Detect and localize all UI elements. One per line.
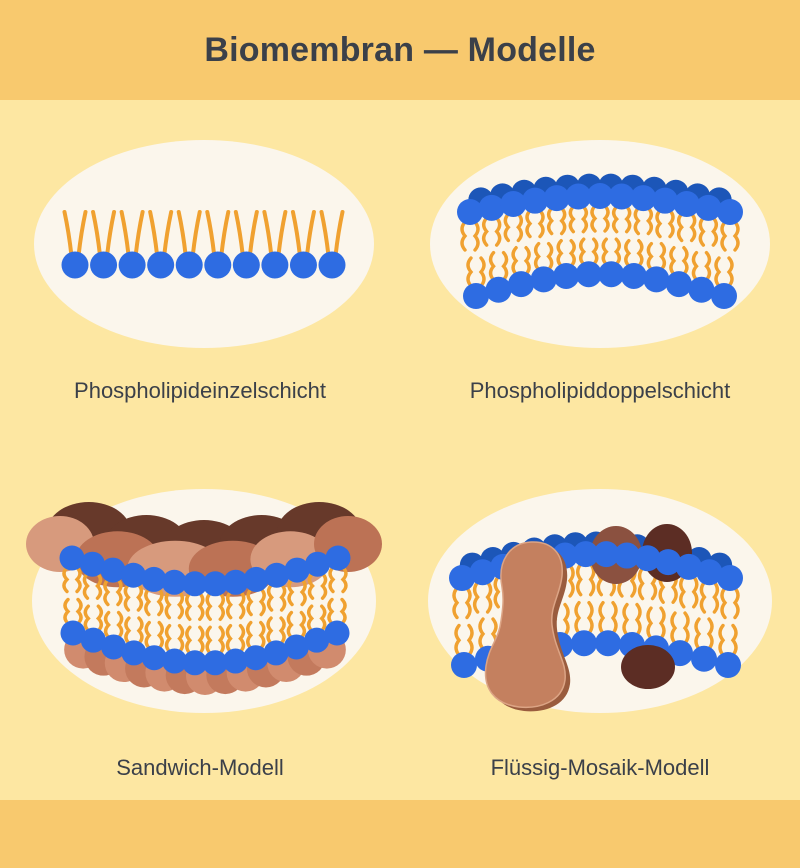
lipid-heads-top [59, 545, 351, 597]
panel-label-mosaic: Flüssig-Mosaik-Modell [490, 755, 710, 780]
header-band: Biomembran — Modelle [0, 0, 800, 100]
panel-label-sandwich: Sandwich-Modell [116, 755, 284, 780]
bilayer-diagram [430, 140, 770, 348]
lipid-heads-top [449, 541, 743, 591]
panel-monolayer: Phospholipideinzelschicht [0, 100, 400, 455]
panel-label-monolayer: Phospholipideinzelschicht [74, 378, 326, 403]
lipid-heads-bottom [463, 261, 737, 309]
lipid-tails [62, 565, 348, 655]
page-title: Biomembran — Modelle [204, 30, 596, 69]
lipid-heads [61, 251, 346, 279]
lipid-heads-top [457, 183, 743, 225]
integral-protein [484, 541, 571, 712]
panel-sandwich: Sandwich-Modell [0, 455, 400, 800]
panel-bilayer: Phospholipiddoppelschicht [400, 100, 800, 455]
lipid-heads-bottom [60, 620, 350, 676]
monolayer-diagram [34, 140, 374, 348]
panel-ellipse [428, 489, 772, 713]
footer-band [0, 800, 800, 868]
lipid-tails [452, 562, 740, 657]
panel-mosaic: Flüssig-Mosaik-Modell [400, 455, 800, 800]
mosaic-diagram [428, 489, 772, 713]
sandwich-diagram [26, 489, 382, 713]
lipid-tails [460, 204, 740, 288]
peripheral-protein-bottom [621, 645, 675, 689]
panel-ellipse [430, 140, 770, 348]
panel-ellipse [34, 140, 374, 348]
panel-label-bilayer: Phospholipiddoppelschicht [469, 378, 731, 403]
